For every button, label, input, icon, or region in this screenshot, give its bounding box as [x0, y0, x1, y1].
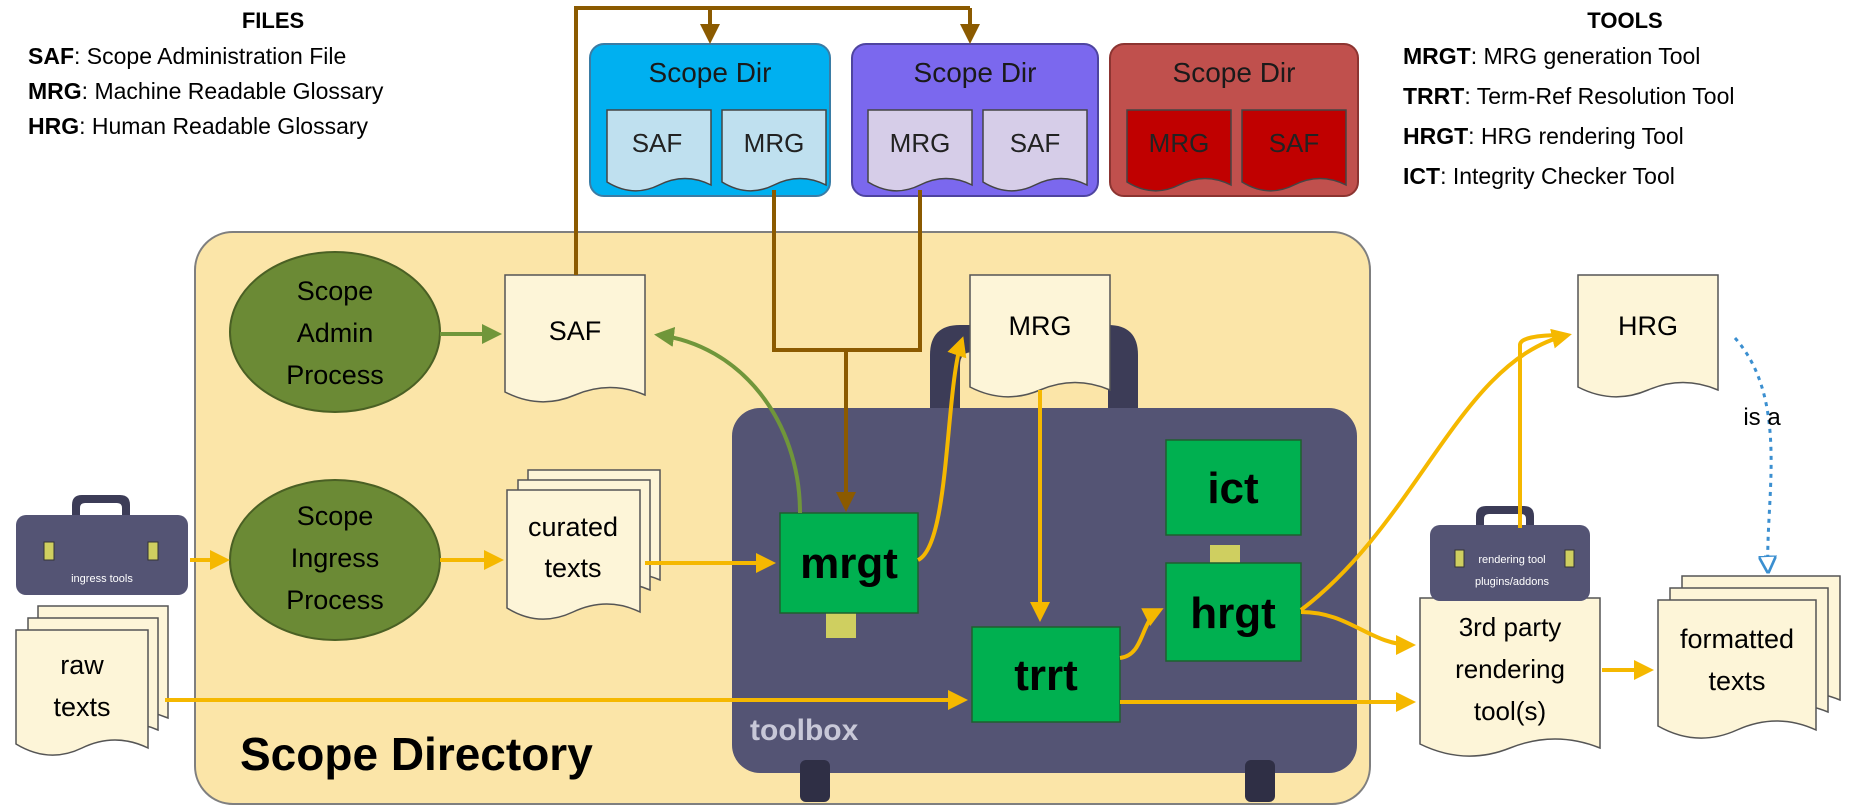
- formatted-texts-line-1: formatted: [1680, 624, 1794, 654]
- trrt-to-hrgt-arrow: [1119, 608, 1164, 660]
- saf-document: [504, 274, 646, 403]
- tools-item-mrgt: MRGT: MRG generation Tool: [1403, 43, 1700, 69]
- tool-ict-label: ict: [1207, 464, 1259, 513]
- mrg-dir2-to-mrgt-line: [846, 190, 922, 352]
- files-item-saf: SAF: Scope Administration File: [28, 43, 346, 69]
- scope-dir-2-title: Scope Dir: [914, 57, 1037, 88]
- mrgt-to-saf-arrow: [654, 327, 802, 514]
- files-heading: FILES: [242, 8, 304, 33]
- mrg-document: [969, 274, 1111, 398]
- scope-ingress-process-line-3: Process: [286, 585, 384, 615]
- scope-admin-process-line-2: Admin: [297, 318, 374, 348]
- scope-admin-process-line-3: Process: [286, 360, 384, 390]
- tool-hrgt-label: hrgt: [1190, 589, 1276, 638]
- scope-dir-3-doc-b-label: SAF: [1269, 128, 1320, 158]
- scope-dir-3: Scope Dir MRG SAF: [1109, 43, 1359, 197]
- scope-dir-3-doc-a: [1126, 109, 1232, 192]
- tool-hrgt: [1165, 562, 1302, 662]
- is-a-relation-arrow: [1733, 337, 1771, 570]
- scope-dir-1-doc-a-label: SAF: [632, 128, 683, 158]
- scope-dir-3-title: Scope Dir: [1173, 57, 1296, 88]
- curated-texts-line-1: curated: [528, 512, 618, 542]
- files-item-mrg: MRG: Machine Readable Glossary: [28, 78, 384, 104]
- third-party-line-1: 3rd party: [1459, 612, 1562, 642]
- tool-mrgt-label: mrgt: [800, 539, 898, 588]
- mrg-document-label: MRG: [1009, 311, 1072, 341]
- rendering-toolbox: rendering tool plugins/addons: [1430, 506, 1590, 601]
- scope-admin-process-line-1: Scope: [297, 276, 374, 306]
- tools-legend: TOOLS MRGT: MRG generation Tool TRRT: Te…: [1403, 8, 1735, 189]
- hrg-document: [1577, 274, 1719, 398]
- tool-mrgt: [779, 512, 919, 614]
- rendering-toolbox-line-2: plugins/addons: [1475, 576, 1550, 588]
- scope-ingress-process-line-2: Ingress: [291, 543, 380, 573]
- mrg-dir1-to-mrgt-arrow: [772, 190, 856, 512]
- scope-ingress-process-line-1: Scope: [297, 501, 374, 531]
- ingress-toolbox-label: ingress tools: [71, 573, 133, 585]
- scope-dir-2-doc-a-label: MRG: [890, 128, 951, 158]
- scope-dir-3-doc-a-label: MRG: [1149, 128, 1210, 158]
- scope-dir-2-doc-b: [982, 109, 1088, 192]
- tools-item-trrt: TRRT: Term-Ref Resolution Tool: [1403, 83, 1735, 109]
- curated-texts-document: curated texts: [506, 469, 661, 620]
- scope-dir-1-doc-b-label: MRG: [744, 128, 805, 158]
- scope-directory-label: Scope Directory: [240, 728, 593, 780]
- toolbox-label: toolbox: [750, 714, 859, 747]
- hrgt-to-hrg-arrow: [1299, 328, 1572, 612]
- files-legend: FILES SAF: Scope Administration File MRG…: [28, 8, 384, 139]
- scope-dir-1-title: Scope Dir: [649, 57, 772, 88]
- third-party-line-3: tool(s): [1474, 696, 1546, 726]
- scope-dir-2-doc-b-label: SAF: [1010, 128, 1061, 158]
- raw-texts-line-1: raw: [60, 650, 104, 680]
- toolbox-foot-right: [1245, 760, 1275, 802]
- scope-dir-2: Scope Dir MRG SAF: [851, 43, 1099, 197]
- mrgt-to-mrg-arrow: [916, 336, 967, 562]
- is-a-label: is a: [1743, 404, 1781, 431]
- hrgt-to-third-party-arrow: [1300, 610, 1416, 655]
- scope-dir-1: Scope Dir SAF MRG: [589, 43, 831, 197]
- tools-heading: TOOLS: [1587, 8, 1662, 33]
- tools-item-hrgt: HRGT: HRG rendering Tool: [1403, 123, 1684, 149]
- green-arrows: [440, 324, 802, 514]
- orange-arrows: [165, 328, 1654, 712]
- tool-trrt-label: trrt: [1014, 651, 1078, 700]
- curated-texts-line-2: texts: [544, 553, 601, 583]
- brown-arrows: [574, 6, 980, 512]
- ingress-toolbox: ingress tools: [16, 495, 188, 595]
- toolbox-foot-left: [800, 760, 830, 802]
- formatted-texts-document: formatted texts: [1657, 575, 1841, 739]
- formatted-texts-line-2: texts: [1708, 666, 1765, 696]
- tool-ict: [1165, 439, 1302, 536]
- saf-document-label: SAF: [549, 316, 602, 346]
- scope-dir-1-doc-a: [606, 109, 712, 192]
- third-party-line-2: rendering: [1455, 654, 1565, 684]
- tool-trrt: [971, 626, 1121, 723]
- saf-to-scope-dirs-line: [574, 6, 970, 275]
- scope-dir-3-doc-b: [1241, 109, 1347, 192]
- rendering-to-hrg-line: [1518, 333, 1566, 528]
- files-item-hrg: HRG: Human Readable Glossary: [28, 113, 369, 139]
- tools-item-ict: ICT: Integrity Checker Tool: [1403, 163, 1675, 189]
- scope-dir-2-doc-a: [867, 109, 973, 192]
- rendering-toolbox-line-1: rendering tool: [1478, 554, 1545, 566]
- raw-texts-document: raw texts: [15, 605, 169, 756]
- scope-dir-1-doc-b: [721, 109, 827, 192]
- raw-texts-line-2: texts: [53, 692, 110, 722]
- third-party-rendering-tool: 3rd party rendering tool(s): [1419, 597, 1601, 757]
- hrg-document-label: HRG: [1618, 311, 1678, 341]
